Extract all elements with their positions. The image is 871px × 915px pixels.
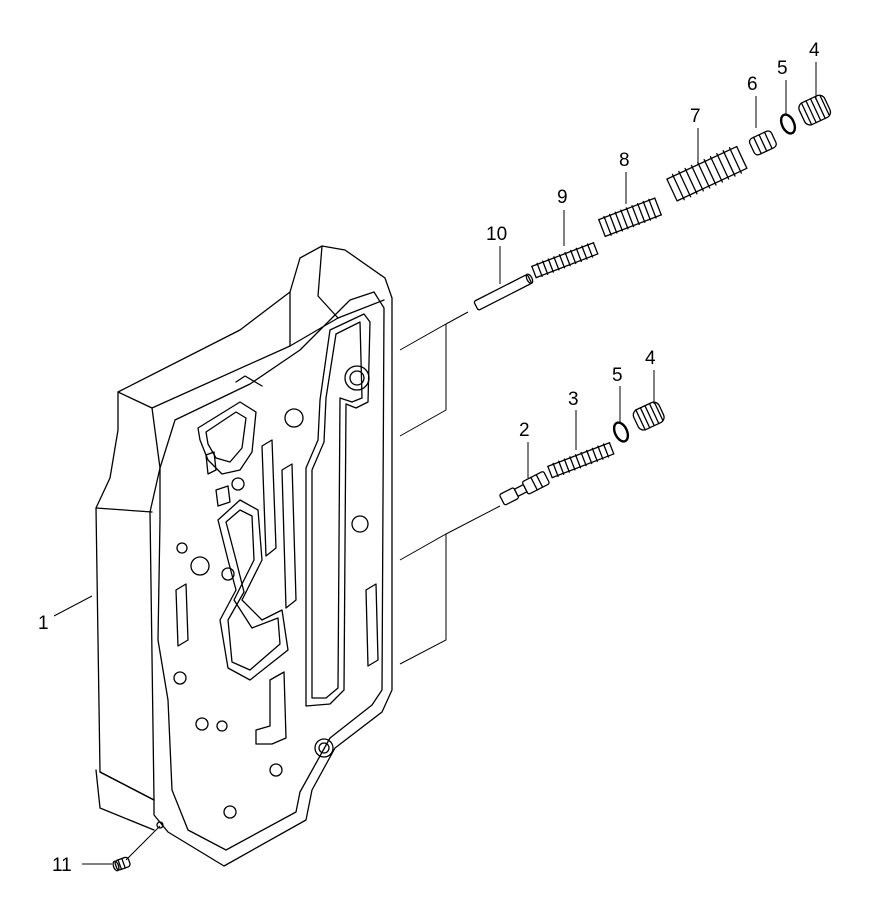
callout-9: 9 — [557, 187, 568, 208]
spring-part-9 — [531, 242, 599, 279]
valve-spool-part-2 — [499, 471, 550, 506]
callout-1: 1 — [38, 613, 49, 634]
o-ring-part-5-upper — [779, 113, 797, 135]
valve-body-housing — [95, 245, 393, 867]
spring-part-7 — [666, 145, 748, 202]
callout-8: 8 — [619, 150, 630, 171]
sleeve-part-6 — [748, 130, 777, 156]
callout-labels: 1 2 3 5 4 10 9 8 7 6 5 4 11 — [38, 40, 820, 876]
callout-11: 11 — [52, 855, 72, 876]
callout-leaders — [53, 62, 817, 865]
o-ring-part-5-lower — [612, 421, 630, 443]
callout-4-lower: 4 — [645, 348, 656, 369]
pin-part-10 — [473, 273, 534, 311]
callout-3: 3 — [568, 389, 579, 410]
plug-part-11 — [112, 856, 131, 872]
spring-part-3 — [547, 442, 615, 479]
callout-6: 6 — [747, 74, 758, 95]
upper-valve-train — [473, 94, 832, 311]
callout-5-lower: 5 — [612, 365, 623, 386]
plug-part-4-upper — [798, 94, 832, 126]
plug-part-4-lower — [632, 401, 665, 431]
callout-7: 7 — [690, 106, 701, 127]
upper-bore-leader — [399, 311, 469, 437]
callout-10: 10 — [486, 224, 507, 245]
spring-part-8 — [598, 197, 662, 238]
lower-bore-leader — [399, 505, 501, 665]
callout-4-upper: 4 — [809, 40, 820, 61]
callout-5-upper: 5 — [777, 58, 788, 79]
lower-valve-train — [499, 401, 665, 506]
callout-2: 2 — [519, 420, 530, 441]
